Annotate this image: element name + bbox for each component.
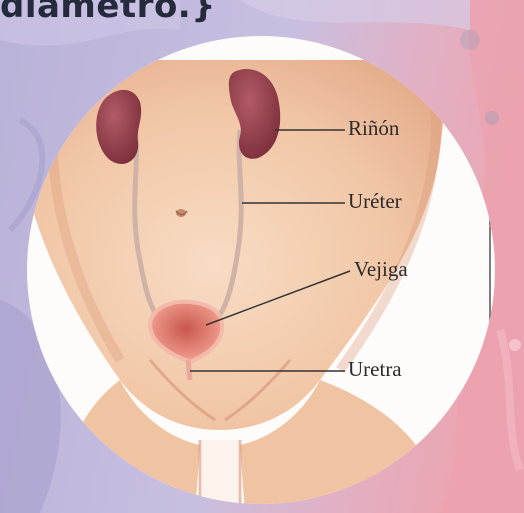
label-ureter: Uréter: [348, 189, 402, 214]
urethra: [188, 360, 190, 380]
label-kidney: Riñón: [348, 116, 399, 141]
label-bladder: Vejiga: [354, 257, 408, 282]
label-urethra: Uretra: [348, 357, 402, 382]
